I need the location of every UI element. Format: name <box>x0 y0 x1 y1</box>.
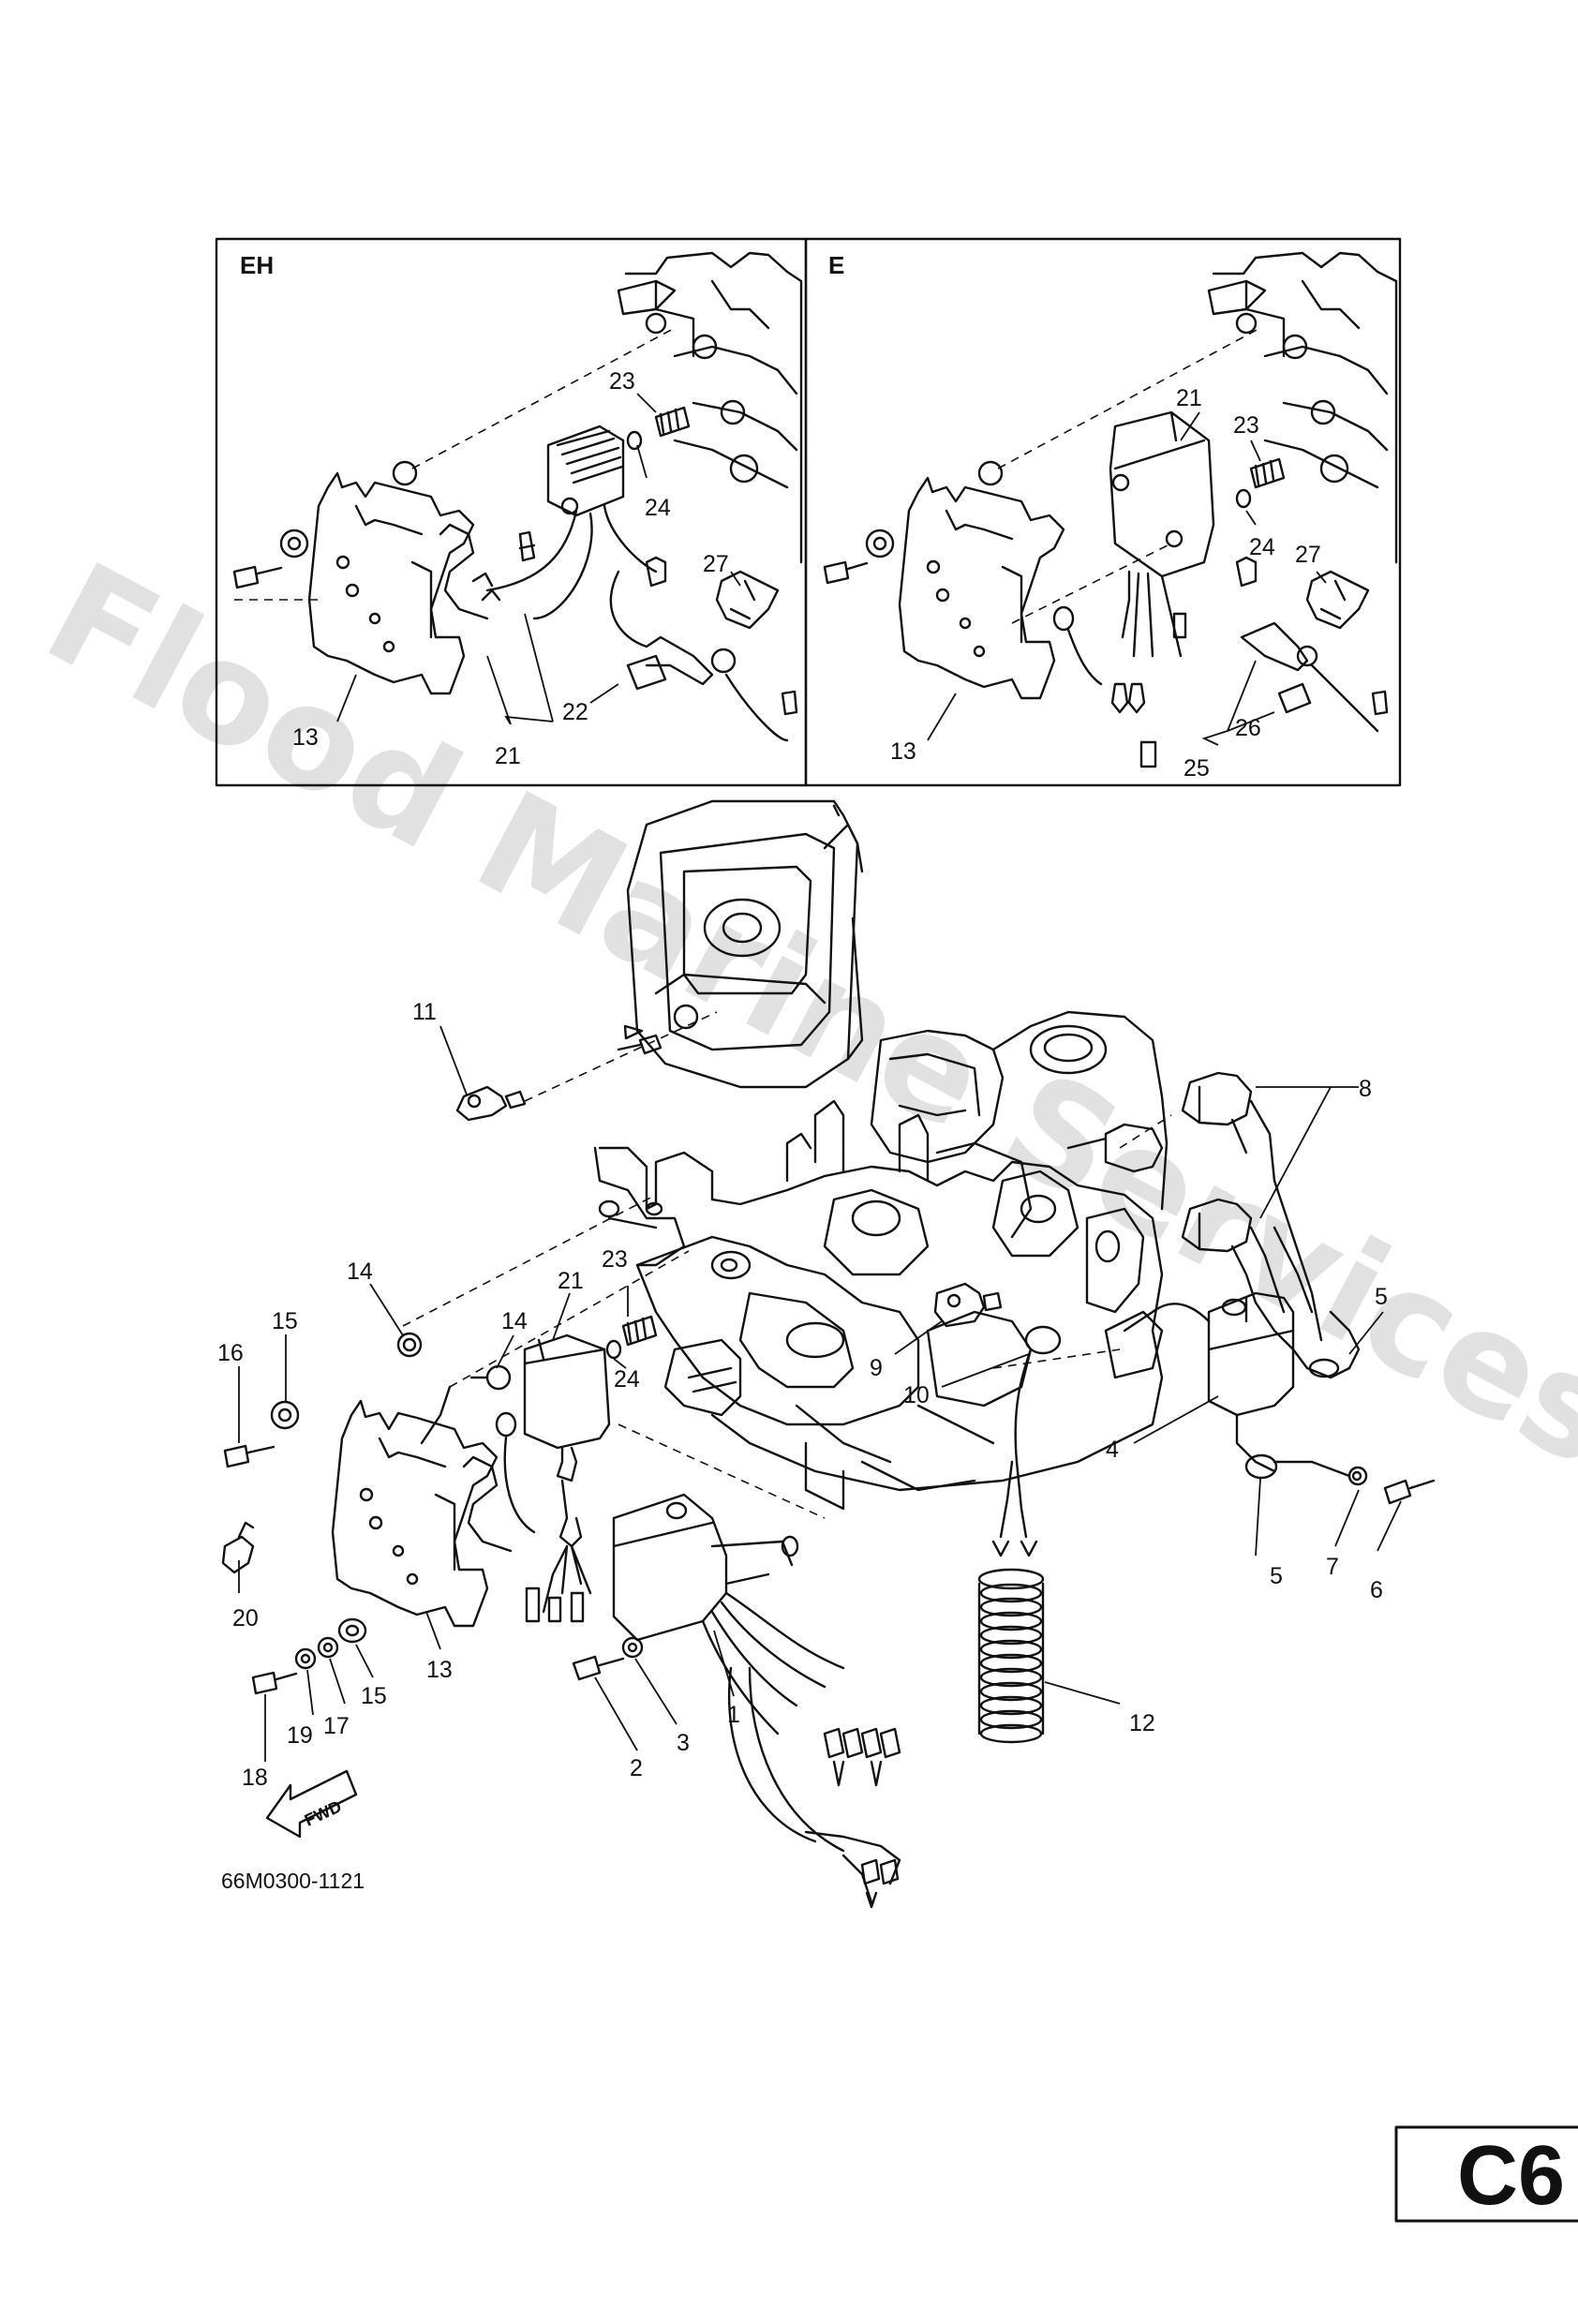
callout-eh-23: 23 <box>609 368 635 395</box>
callout-10: 10 <box>903 1382 930 1408</box>
callout-9: 9 <box>870 1355 883 1381</box>
main-diagram: FWD 11 8 5 14 23 21 16 <box>217 799 1436 1909</box>
callout-8: 8 <box>1359 1076 1372 1102</box>
callout-12: 12 <box>1129 1710 1155 1736</box>
callout-16: 16 <box>217 1340 244 1366</box>
callout-6: 6 <box>1370 1577 1383 1603</box>
panel-e-tag: E <box>828 251 844 279</box>
callout-e-25: 25 <box>1184 755 1210 782</box>
callout-5-lower: 5 <box>1270 1563 1283 1589</box>
callout-eh-21: 21 <box>495 743 521 769</box>
panel-e-parts: 21 23 24 27 13 26 25 <box>823 251 1398 782</box>
callout-19: 19 <box>287 1722 313 1749</box>
callout-e-21: 21 <box>1176 385 1202 411</box>
page-tag-box: C6 <box>1394 2125 1578 2223</box>
inset-panels: EH E <box>215 237 1402 787</box>
callout-11: 11 <box>412 999 437 1025</box>
callout-e-27: 27 <box>1295 542 1321 568</box>
callout-e-23: 23 <box>1233 412 1259 439</box>
callout-15-upper: 15 <box>272 1308 298 1334</box>
callout-13: 13 <box>426 1657 453 1683</box>
callout-1: 1 <box>727 1702 740 1728</box>
callout-eh-27: 27 <box>703 551 729 577</box>
callout-4: 4 <box>1106 1437 1119 1463</box>
callout-eh-24: 24 <box>645 495 671 521</box>
callout-21: 21 <box>558 1268 584 1294</box>
fwd-arrow: FWD <box>265 1769 358 1839</box>
diagram-code: 66M0300-1121 <box>221 1869 365 1893</box>
callout-14-right: 14 <box>501 1308 528 1334</box>
callout-e-13: 13 <box>890 738 916 765</box>
page-tag: C6 <box>1457 2129 1565 2223</box>
callout-20: 20 <box>232 1605 259 1631</box>
callout-18: 18 <box>242 1765 268 1791</box>
panel-e-frame <box>804 237 1402 787</box>
callout-23: 23 <box>602 1246 628 1273</box>
callout-e-24: 24 <box>1249 534 1275 560</box>
fwd-label: FWD <box>302 1796 345 1829</box>
callout-2: 2 <box>630 1755 643 1781</box>
callout-3: 3 <box>677 1730 690 1756</box>
callout-17: 17 <box>323 1713 350 1739</box>
callout-5-upper: 5 <box>1375 1284 1388 1310</box>
panel-eh-tag: EH <box>240 251 274 279</box>
callout-eh-13: 13 <box>292 724 319 751</box>
callout-7: 7 <box>1326 1554 1339 1580</box>
callout-15-lower: 15 <box>361 1683 387 1709</box>
callout-eh-22: 22 <box>562 699 588 725</box>
callout-24: 24 <box>614 1366 640 1393</box>
panel-eh-parts: 23 24 27 13 21 22 <box>232 251 803 769</box>
callout-14-left: 14 <box>347 1259 373 1285</box>
callout-e-26: 26 <box>1235 715 1261 741</box>
